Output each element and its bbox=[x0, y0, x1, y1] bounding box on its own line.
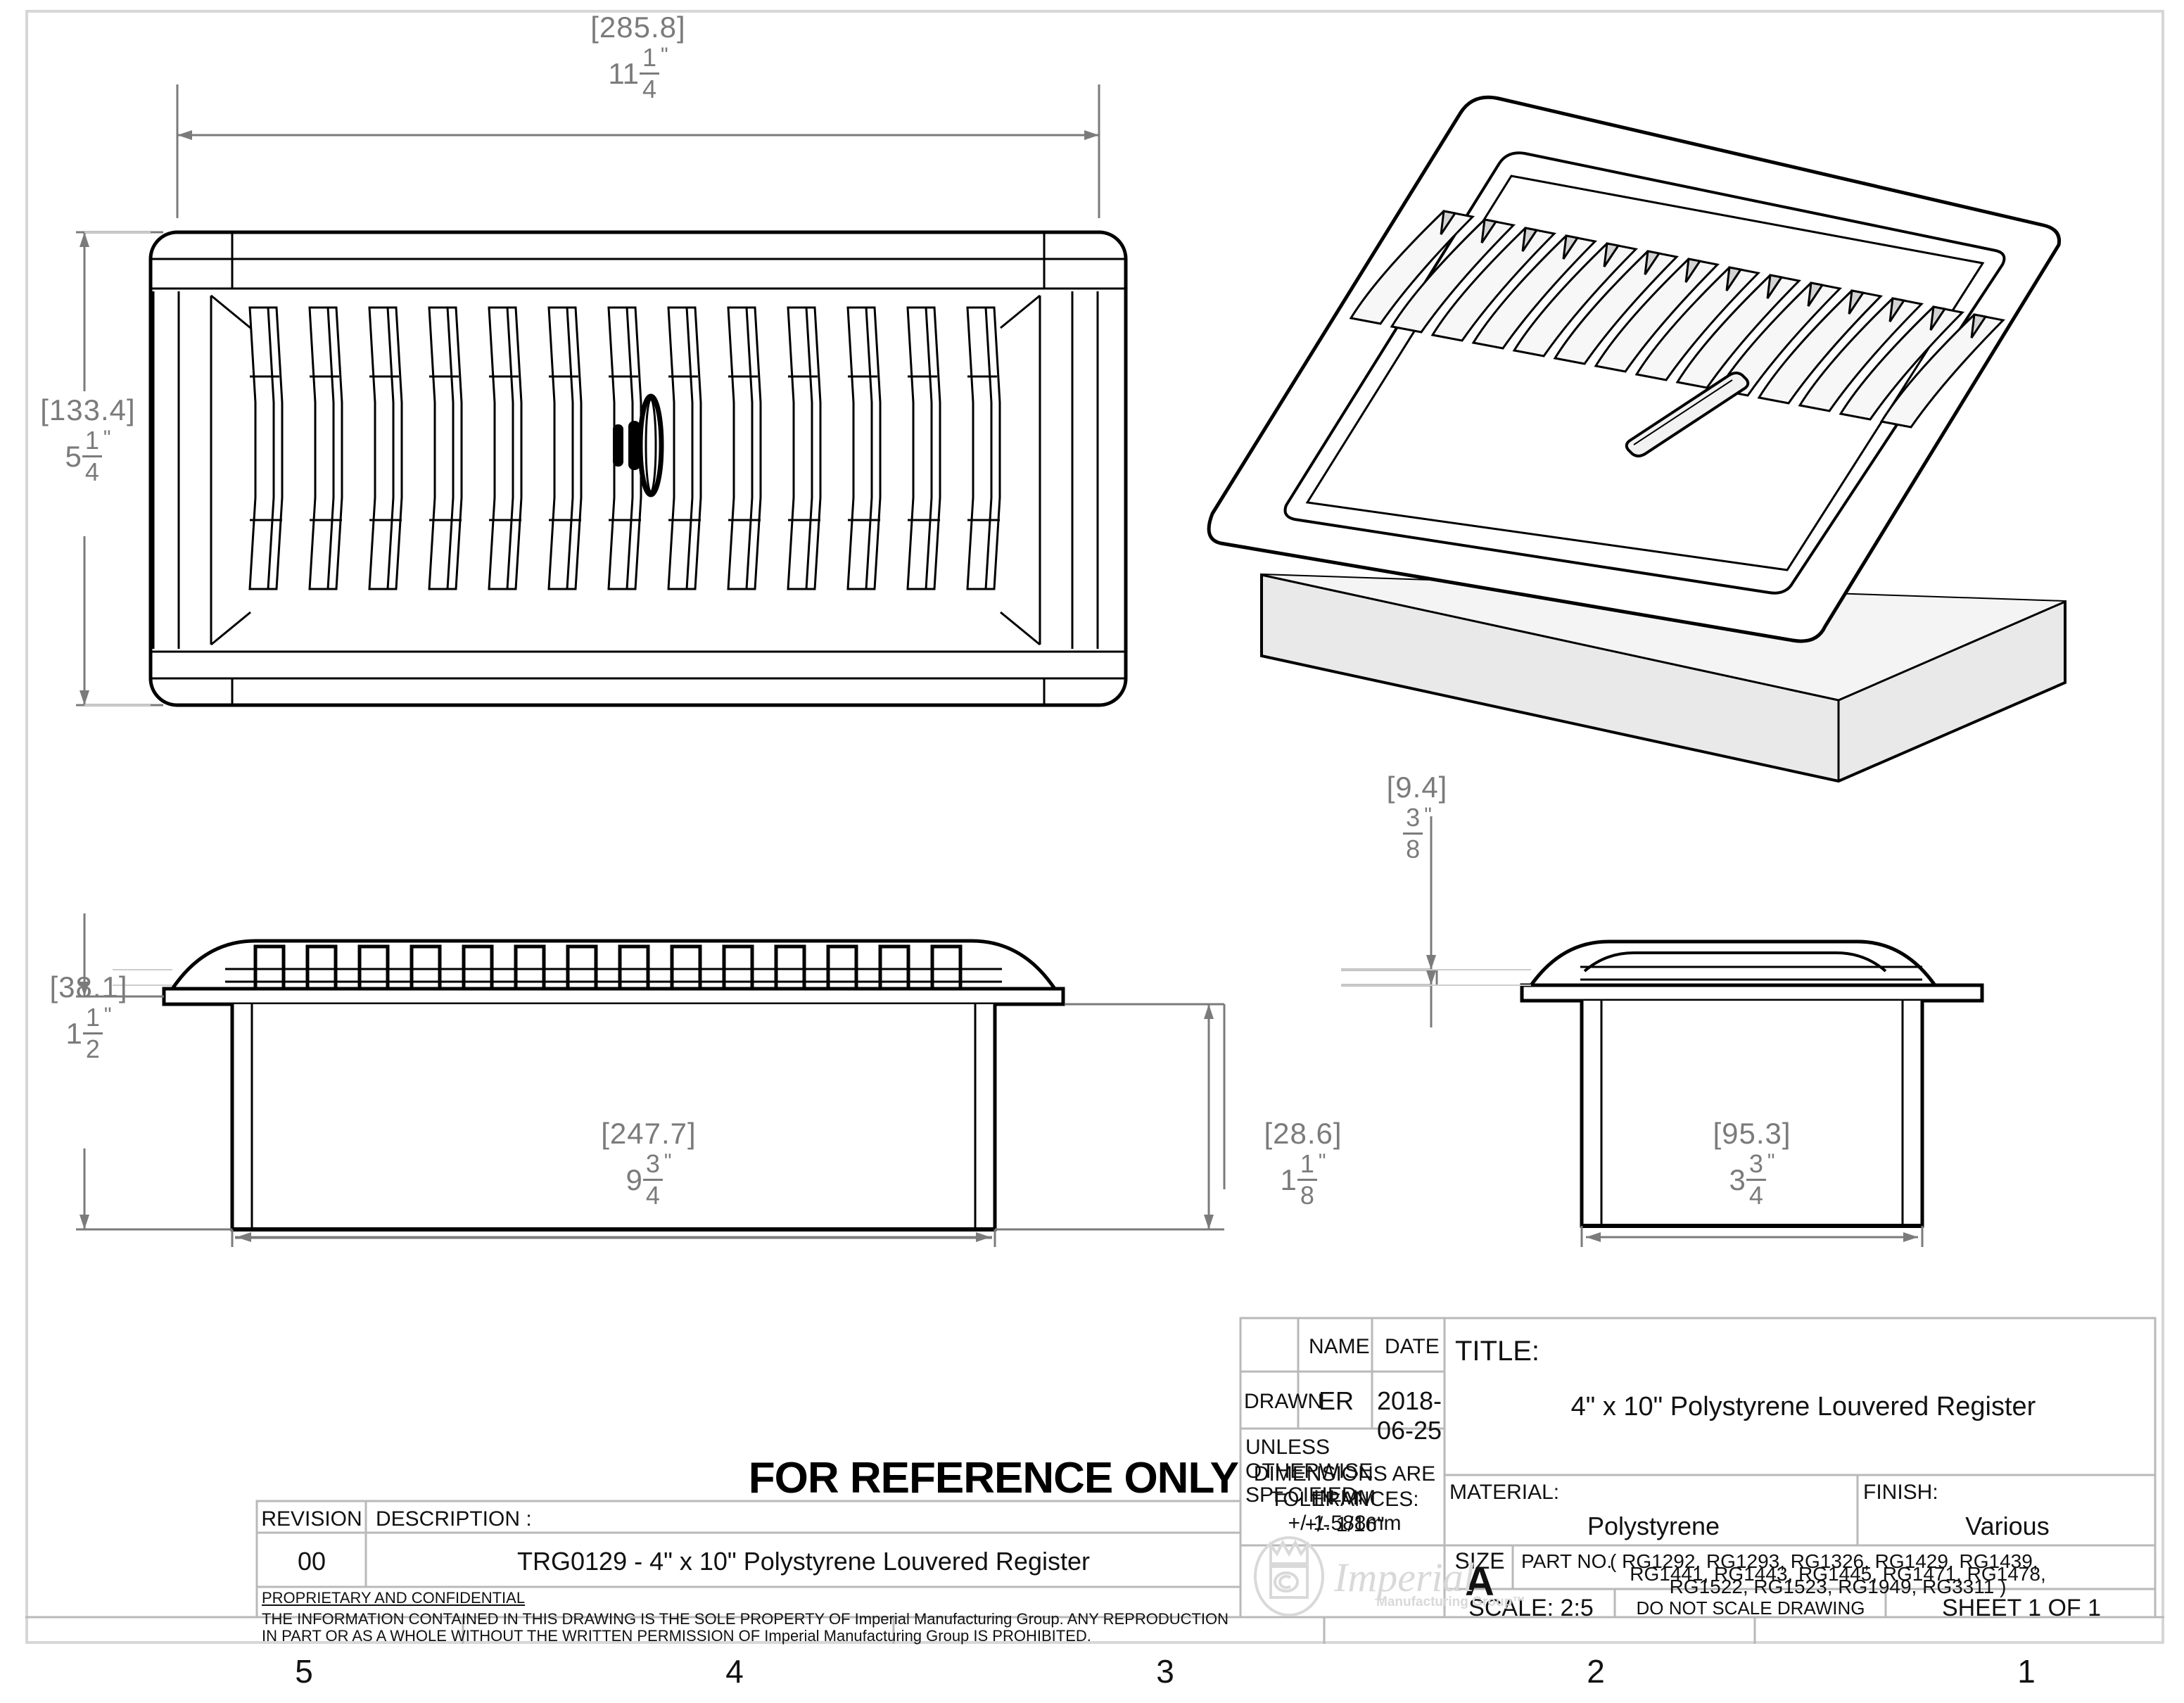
drawn-date-value: 2018-06-25 bbox=[1376, 1386, 1442, 1445]
sheet-count: SHEET 1 OF 1 bbox=[1941, 1595, 2102, 1621]
revision-column-header: REVISION bbox=[261, 1507, 362, 1531]
dimension-inch-denominator: 4 bbox=[84, 457, 99, 486]
dimension-inch-numerator: 3 bbox=[1748, 1149, 1763, 1178]
dimension-mm-value: [95.3] bbox=[1713, 1117, 1791, 1150]
dimension-inch-whole: 11 bbox=[608, 56, 639, 90]
zone-number-2: 2 bbox=[1587, 1653, 1605, 1690]
description-column-header: DESCRIPTION : bbox=[376, 1507, 532, 1531]
title-value: 4" x 10" Polystyrene Louvered Register bbox=[1570, 1392, 2036, 1422]
part-no-label: PART NO. bbox=[1521, 1550, 1613, 1572]
part-no-line-3: RG1522, RG1523, RG1949, RG3311 ) bbox=[1669, 1576, 2007, 1597]
dimension-inch-denominator: 4 bbox=[1748, 1181, 1763, 1210]
dimension-mm-value: [38.1] bbox=[49, 970, 128, 1004]
dimension-mm-value: [9.4] bbox=[1386, 771, 1448, 804]
dimension-mm-value: [285.8] bbox=[590, 11, 686, 44]
notes-line-1: DIMENSIONS ARE IN MM bbox=[1253, 1462, 1436, 1509]
size-label: SIZE bbox=[1454, 1548, 1505, 1574]
zone-number-4: 4 bbox=[725, 1653, 744, 1690]
dimension-inch-unit: " bbox=[1318, 1150, 1326, 1173]
dimension-inch-whole: 3 bbox=[1729, 1163, 1746, 1196]
proprietary-line-2: IN PART OR AS A WHOLE WITHOUT THE WRITTE… bbox=[262, 1627, 1091, 1645]
finish-label: FINISH: bbox=[1863, 1481, 1938, 1504]
dimension-inch-numerator: 1 bbox=[85, 1003, 100, 1032]
zone-number-1: 1 bbox=[2017, 1653, 2036, 1690]
zone-number-3: 3 bbox=[1156, 1653, 1174, 1690]
zone-number-5: 5 bbox=[295, 1653, 313, 1690]
dimension-duct-height: [28.6] 1 1 8 " bbox=[1205, 1119, 1402, 1208]
scale-value: SCALE: 2:5 bbox=[1468, 1595, 1594, 1621]
dimension-mm-value: [133.4] bbox=[40, 393, 136, 426]
dimension-inch-numerator: 3 bbox=[1406, 803, 1421, 832]
drawn-label: DRAWN bbox=[1244, 1390, 1323, 1413]
dimension-inch-unit: " bbox=[660, 44, 668, 67]
proprietary-heading: PROPRIETARY AND CONFIDENTIAL bbox=[262, 1589, 526, 1607]
for-reference-only-stamp: FOR REFERENCE ONLY bbox=[748, 1454, 1239, 1502]
drawn-name-value: ER bbox=[1318, 1386, 1354, 1415]
title-label: TITLE: bbox=[1455, 1336, 1540, 1367]
dimension-inch-unit: " bbox=[103, 426, 111, 450]
imperial-logo-tagline: Manufacturing Group™ bbox=[1376, 1595, 1526, 1609]
dimension-inch-numerator: 1 bbox=[1300, 1149, 1314, 1178]
dimension-inch-whole: 1 bbox=[1280, 1163, 1297, 1196]
part-no-line-2: RG1441, RG1443, RG1445, RG1471, RG1478, bbox=[1630, 1563, 2046, 1585]
imperial-logo-wordmark: Imperial bbox=[1334, 1555, 1475, 1600]
dimension-inch-unit: " bbox=[1424, 804, 1432, 827]
proprietary-line-1: THE INFORMATION CONTAINED IN THIS DRAWIN… bbox=[262, 1610, 1229, 1628]
material-label: MATERIAL: bbox=[1449, 1481, 1560, 1504]
part-no-line-1: ( RG1292, RG1293, RG1326, RG1429, RG1439… bbox=[1610, 1550, 2038, 1572]
dimension-mm-value: [247.7] bbox=[601, 1117, 697, 1150]
material-value: Polystyrene bbox=[1587, 1512, 1720, 1540]
size-value: A bbox=[1465, 1559, 1494, 1604]
dimension-inch-unit: " bbox=[1767, 1150, 1775, 1173]
dimension-inch-denominator: 4 bbox=[642, 75, 656, 103]
dimension-inch-denominator: 2 bbox=[85, 1034, 100, 1063]
notes-heading: UNLESS OTHERWISE SPECIFIED: bbox=[1245, 1436, 1373, 1507]
dimension-inch-unit: " bbox=[103, 1004, 112, 1027]
dimension-mm-value: [28.6] bbox=[1264, 1117, 1342, 1150]
dimension-duct-width: [95.3] 3 3 4 " bbox=[1653, 1119, 1850, 1208]
dimension-overall-height: [133.4] 5 1 4 " bbox=[0, 395, 190, 485]
dimension-inch-whole: 9 bbox=[626, 1163, 642, 1196]
sheet-border bbox=[25, 10, 2164, 1644]
column-header-date: DATE bbox=[1385, 1335, 1440, 1358]
revision-row-number: 00 bbox=[297, 1547, 326, 1576]
dimension-inch-numerator: 1 bbox=[642, 43, 656, 72]
dimension-inch-unit: " bbox=[664, 1150, 672, 1173]
dimension-inch-whole: 5 bbox=[65, 439, 82, 473]
notes-line-3: +/- 1/16" bbox=[1304, 1513, 1385, 1536]
dimension-overall-width: [285.8] 11 1 4 " bbox=[519, 13, 758, 102]
dimension-inch-denominator: 4 bbox=[645, 1181, 660, 1210]
dimension-flange-height: [9.4] 3 8 " bbox=[1326, 773, 1509, 862]
dimension-inch-denominator: 8 bbox=[1300, 1181, 1314, 1210]
dimension-inch-numerator: 1 bbox=[84, 426, 99, 455]
finish-value: Various bbox=[1965, 1512, 2050, 1540]
dimension-inch-numerator: 3 bbox=[645, 1149, 660, 1178]
dimension-overall-depth: [38.1] 1 1 2 " bbox=[0, 973, 187, 1062]
do-not-scale-note: DO NOT SCALE DRAWING bbox=[1636, 1597, 1865, 1619]
dimension-duct-length: [247.7] 9 3 4 " bbox=[529, 1119, 768, 1208]
notes-line-2: TOLERANCES: +/-1.588mm bbox=[1270, 1488, 1419, 1535]
revision-row-description: TRG0129 - 4" x 10" Polystyrene Louvered … bbox=[517, 1547, 1090, 1576]
dimension-inch-denominator: 8 bbox=[1406, 835, 1421, 863]
column-header-name: NAME bbox=[1309, 1335, 1370, 1358]
dimension-inch-whole: 1 bbox=[65, 1016, 82, 1050]
